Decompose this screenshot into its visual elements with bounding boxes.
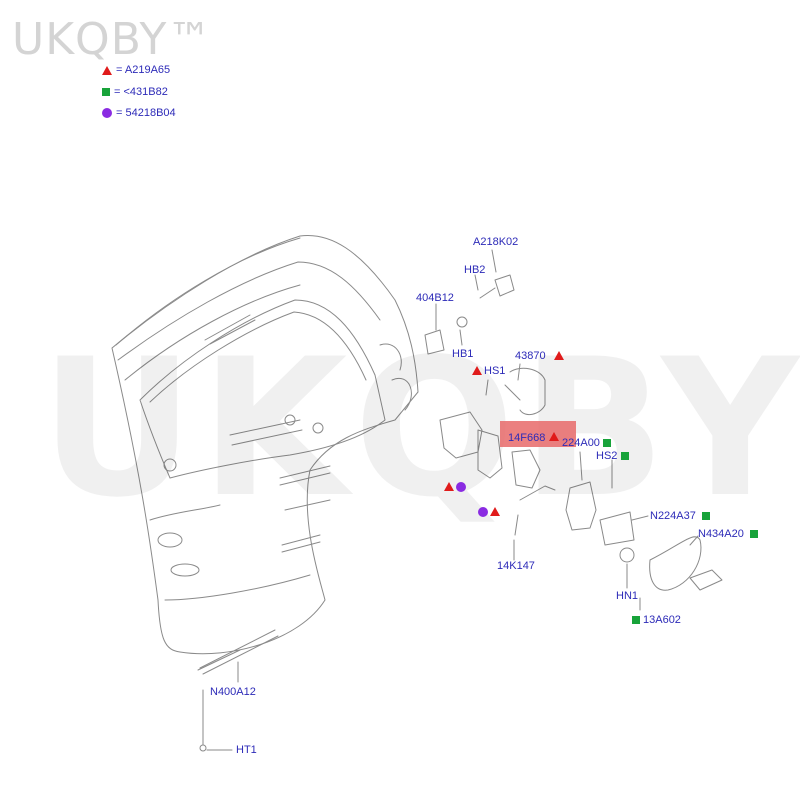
part-label-224a00: 224A00: [562, 437, 600, 449]
watermark-large: UKQBY™: [40, 318, 800, 539]
red-triangle-icon: [490, 507, 500, 516]
part-label-13a602: 13A602: [643, 614, 681, 626]
green-square-icon: [632, 616, 640, 624]
part-label-hs1: HS1: [484, 365, 506, 377]
green-square-icon: [702, 512, 710, 520]
purple-circle-icon: [102, 108, 112, 118]
part-label-43870: 43870: [515, 350, 546, 362]
part-label-hb2: HB2: [464, 264, 486, 276]
red-triangle-icon: [102, 65, 112, 75]
purple-circle-icon: [478, 507, 488, 517]
green-square-icon: [603, 439, 611, 447]
part-label-hs2: HS2: [596, 450, 618, 462]
purple-circle-icon: [456, 482, 466, 492]
red-triangle-icon: [444, 482, 454, 491]
part-label-hn1: HN1: [616, 590, 639, 602]
green-square-icon: [621, 452, 629, 460]
highlight-box: [500, 421, 576, 447]
part-label-n434a20: N434A20: [698, 528, 744, 540]
part-label-ht1: HT1: [236, 744, 257, 756]
legend-text: = 54218B04: [116, 107, 176, 119]
legend-item-square: = <431B82: [102, 85, 168, 99]
part-label-404b12: 404B12: [416, 292, 454, 304]
red-triangle-icon: [554, 351, 564, 360]
red-triangle-icon: [472, 366, 482, 375]
part-label-14k147: 14K147: [497, 560, 535, 572]
legend-item-triangle: = A219A65: [102, 63, 170, 77]
green-square-icon: [102, 88, 110, 96]
watermark-small: UKQBY™: [12, 14, 213, 65]
part-label-a218k02: A218K02: [473, 236, 519, 248]
part-label-hb1: HB1: [452, 348, 474, 360]
green-square-icon: [750, 530, 758, 538]
part-label-n400a12: N400A12: [210, 686, 256, 698]
part-label-14f668: 14F668: [508, 432, 546, 444]
part-label-n224a37: N224A37: [650, 510, 696, 522]
red-triangle-icon: [549, 432, 559, 441]
legend-text: = <431B82: [114, 86, 168, 98]
legend-text: = A219A65: [116, 64, 171, 76]
legend-item-circle: = 54218B04: [102, 106, 176, 120]
